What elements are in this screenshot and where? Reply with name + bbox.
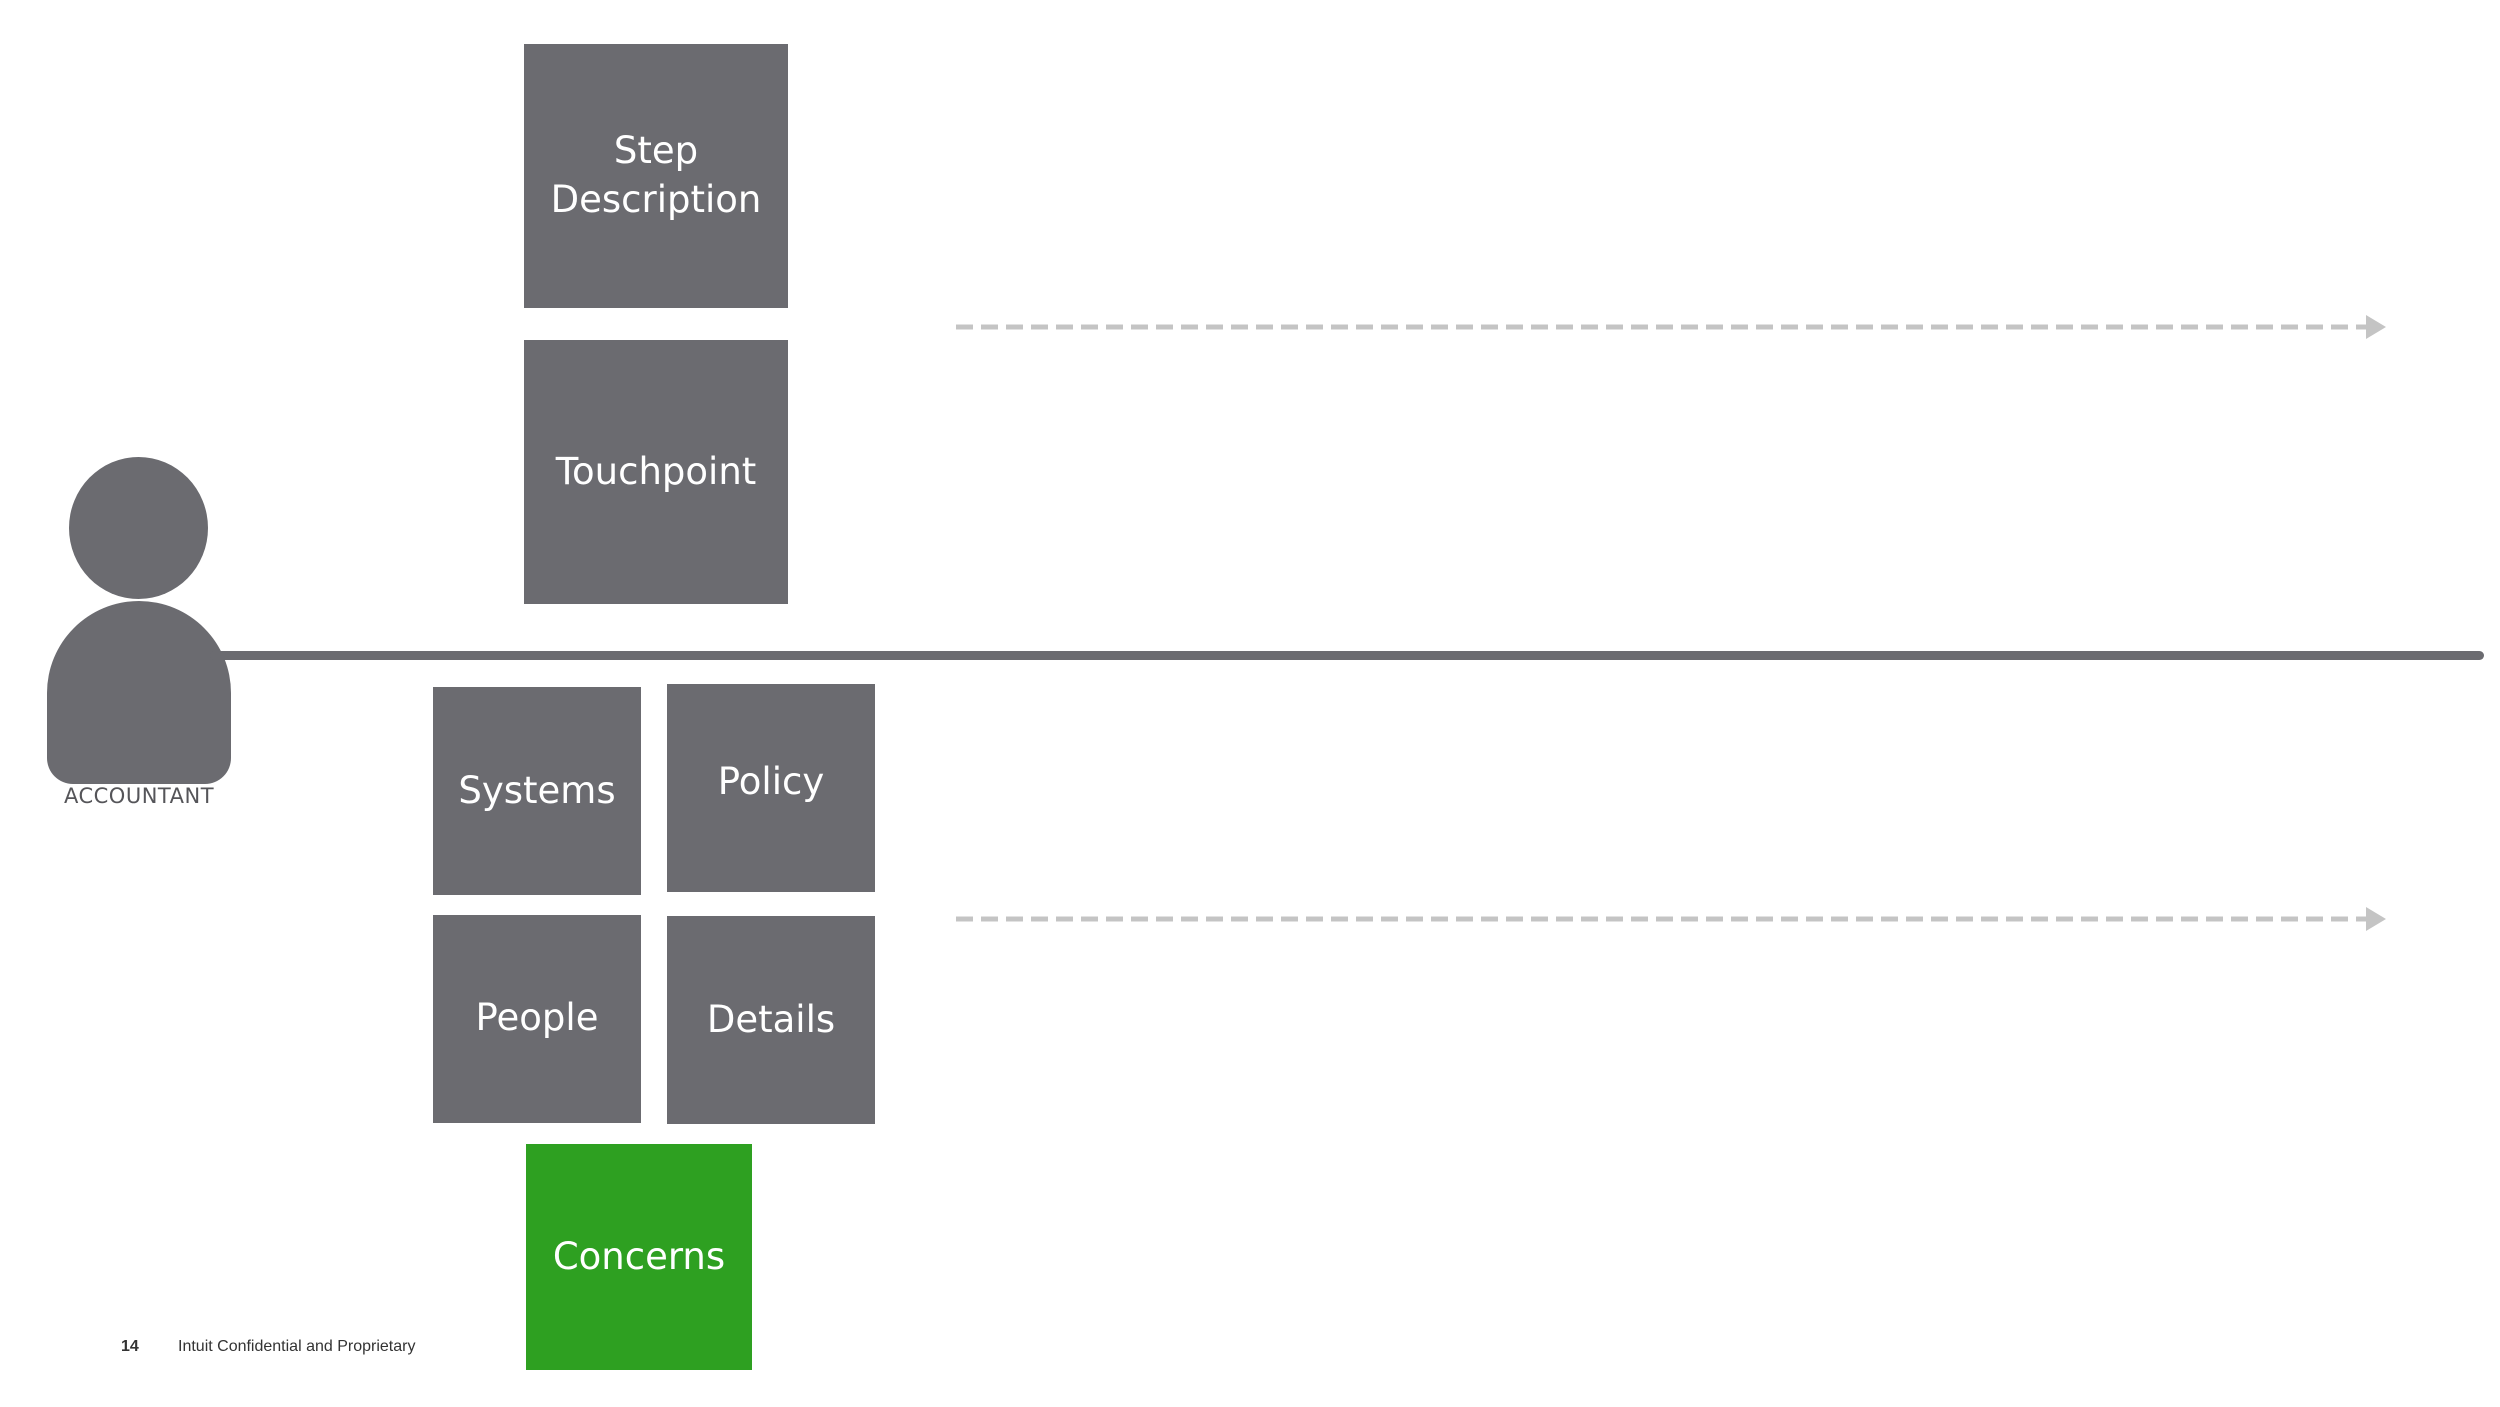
- concerns-label: Concerns: [552, 1234, 726, 1278]
- systems-box: Systems: [433, 687, 641, 895]
- concerns-box: Concerns: [526, 1144, 752, 1370]
- touchpoint-box: Touchpoint: [524, 340, 788, 604]
- policy-label: Policy: [717, 759, 825, 803]
- step-description-box: Step Description: [524, 44, 788, 308]
- systems-label: Systems: [458, 768, 616, 812]
- step-description-line-1: Step: [613, 129, 699, 173]
- people-box: People: [433, 915, 641, 1123]
- details-box: Details: [667, 916, 875, 1124]
- timeline-line: [210, 651, 2484, 660]
- people-label: People: [475, 995, 599, 1039]
- accountant-avatar-head: [69, 457, 208, 599]
- confidential-notice: Intuit Confidential and Proprietary: [178, 1338, 416, 1355]
- step-description-label: Step Description: [551, 127, 762, 225]
- bottom-dashed-arrow: [956, 907, 2386, 931]
- accountant-avatar-body: [47, 601, 231, 784]
- touchpoint-label: Touchpoint: [555, 449, 757, 493]
- details-label: Details: [706, 997, 836, 1041]
- policy-box: Policy: [667, 684, 875, 892]
- page-number: 14: [121, 1338, 139, 1355]
- step-description-line-2: Description: [550, 178, 762, 221]
- top-dashed-arrow: [956, 315, 2386, 339]
- accountant-label: ACCOUNTANT: [63, 784, 215, 808]
